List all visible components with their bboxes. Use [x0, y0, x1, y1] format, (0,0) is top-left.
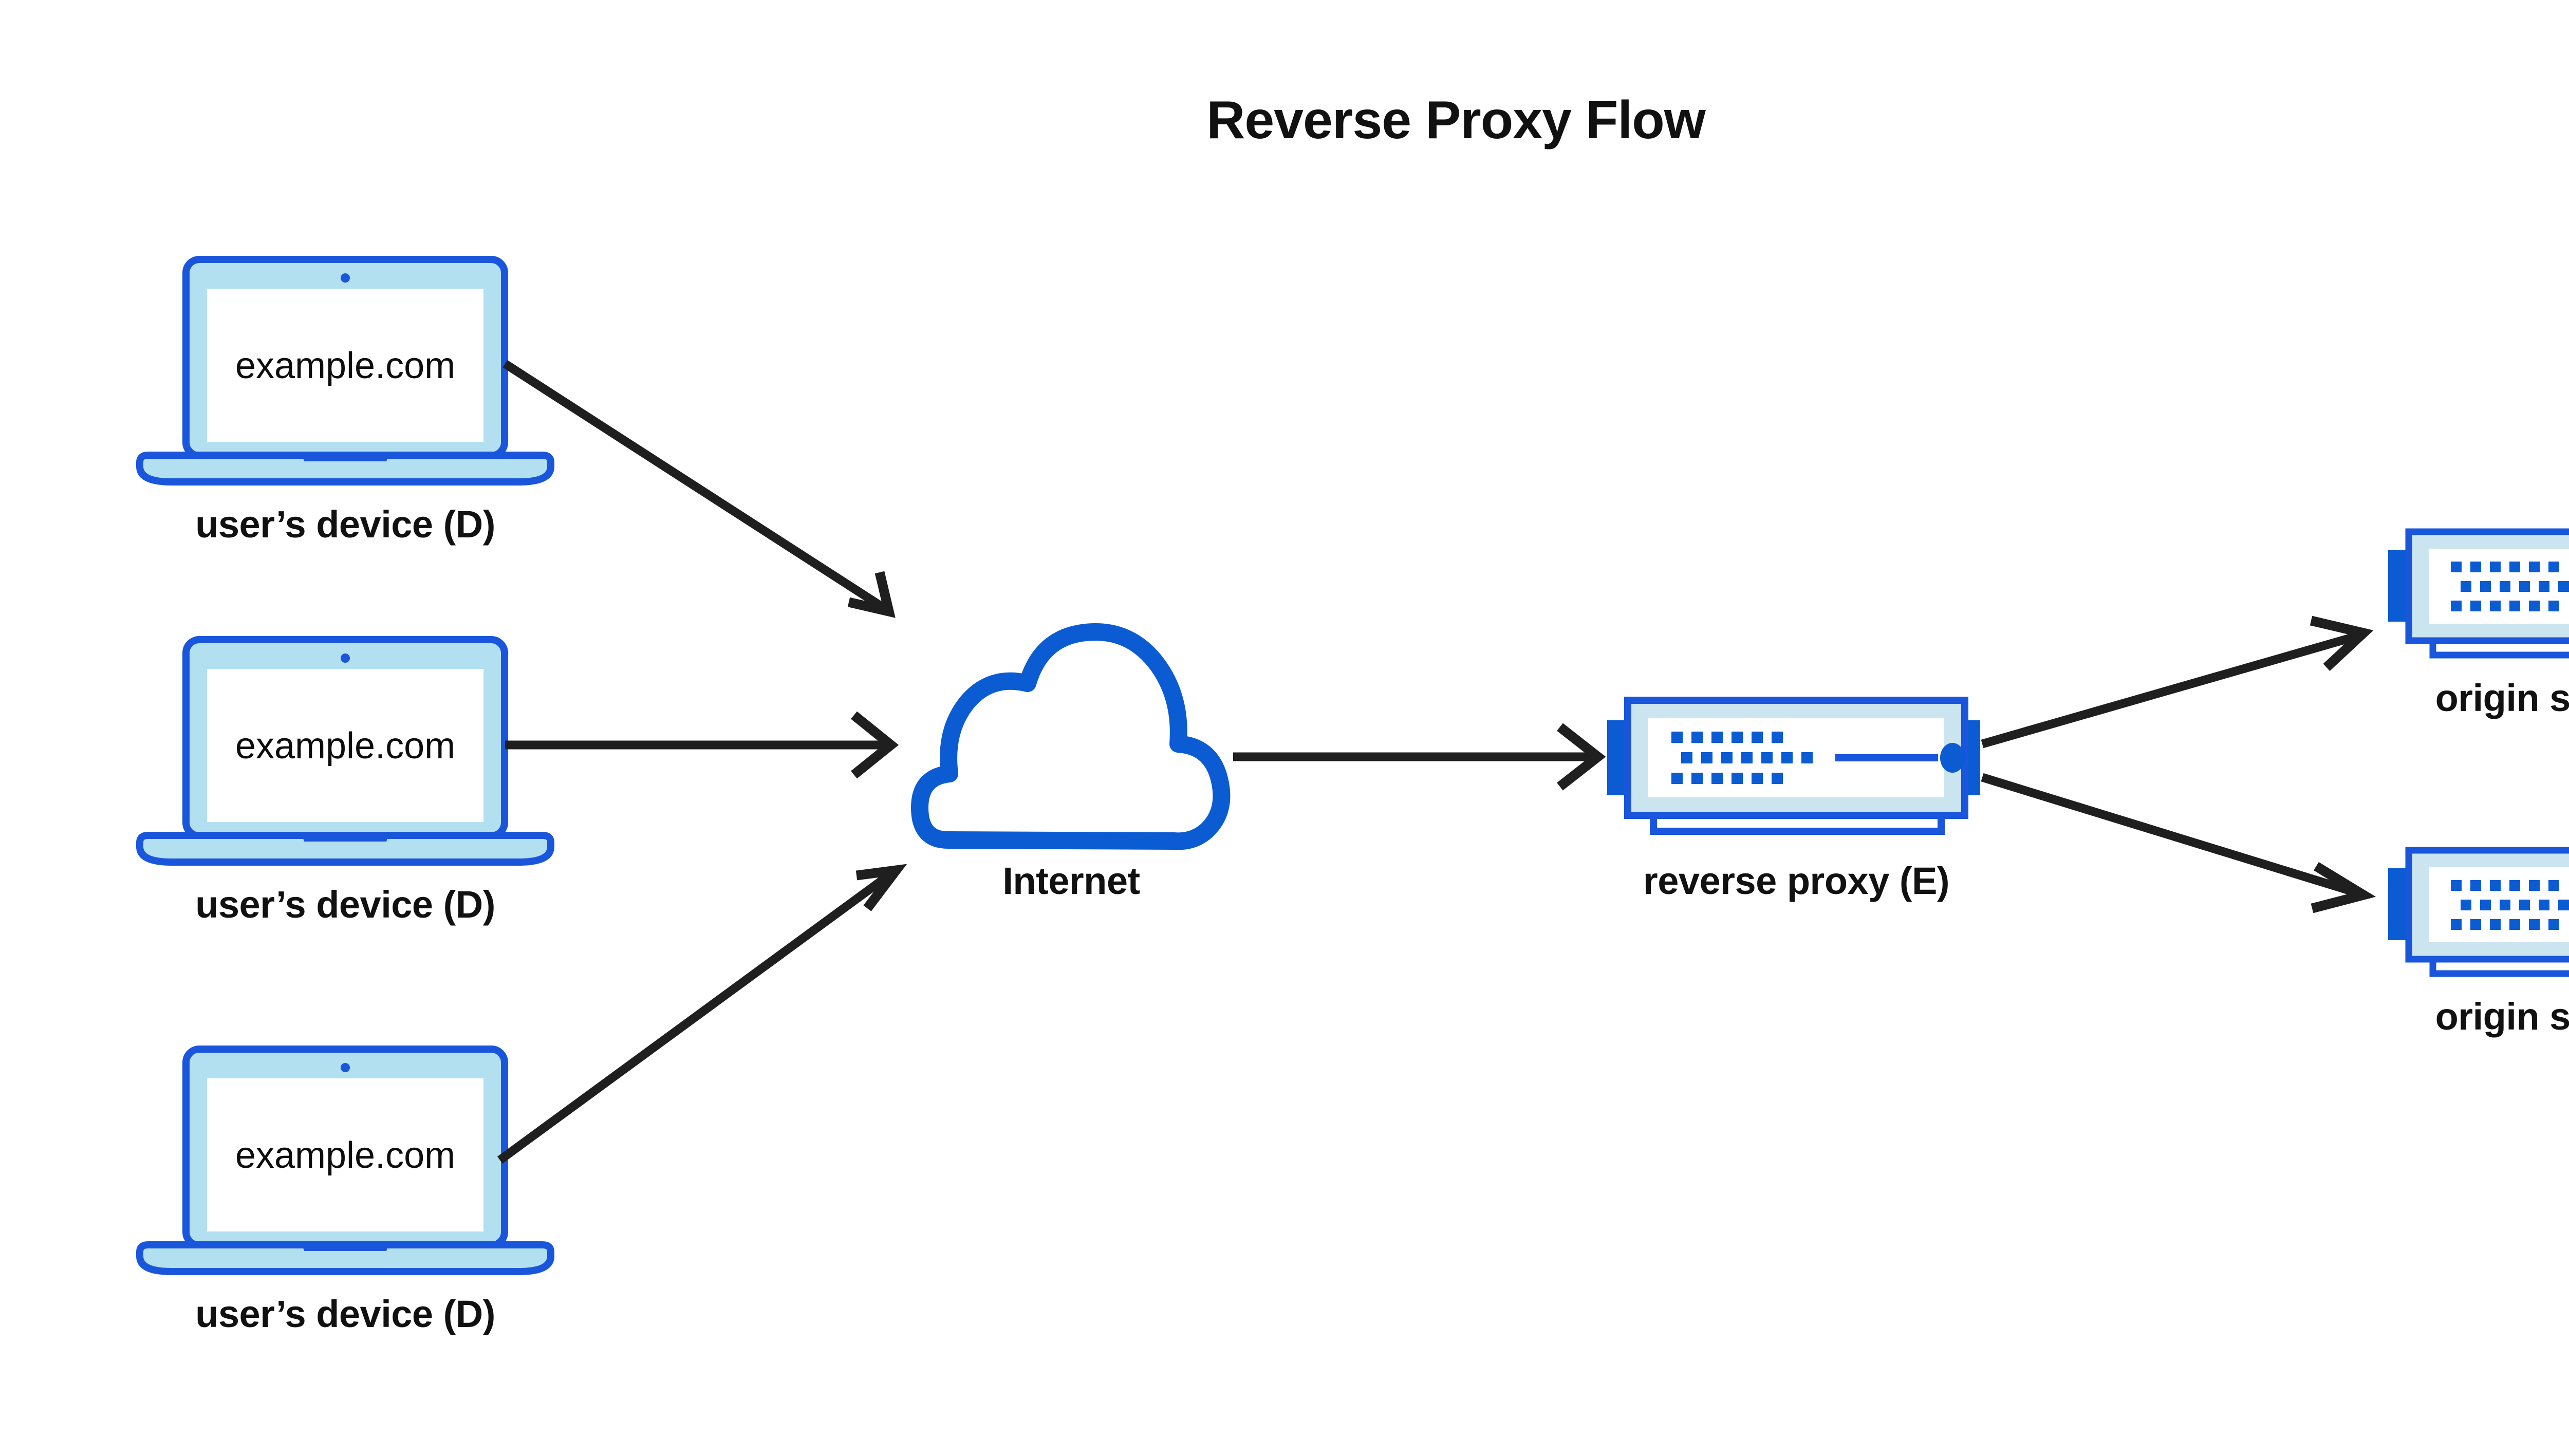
laptop-screen — [207, 1078, 483, 1231]
label-reverse-proxy: reverse proxy (E) — [1643, 860, 1950, 902]
server-status-led — [1940, 743, 1965, 773]
arrow-proxy-to-origin-bottom — [1981, 773, 2376, 913]
arrow-device-middle-to-cloud — [505, 711, 899, 779]
laptop-trackpad-notch — [302, 1245, 388, 1251]
server-status-line — [1835, 754, 1938, 761]
server-reverse-proxy[interactable] — [1607, 697, 1980, 835]
label-user-device-top: user’s device (D) — [195, 503, 495, 546]
label-origin-server-bottom: origin server (F) — [2435, 995, 2569, 1038]
cloud-internet-icon[interactable] — [911, 623, 1231, 850]
server-vent-grid — [2451, 562, 2569, 611]
server-origin-bottom[interactable] — [2388, 847, 2569, 977]
label-user-device-bottom: user’s device (D) — [195, 1293, 495, 1335]
server-vent-grid — [1671, 732, 1813, 784]
laptop-camera-icon — [341, 654, 350, 663]
laptop-base — [136, 1241, 554, 1275]
arrow-device-top-to-cloud — [502, 360, 896, 618]
laptop-base — [136, 832, 554, 866]
label-internet: Internet — [1002, 860, 1140, 902]
page-title: Reverse Proxy Flow — [1206, 90, 1705, 150]
edges-layer — [497, 360, 2376, 1164]
laptop-trackpad-notch — [302, 455, 388, 461]
laptop-camera-icon — [341, 273, 350, 283]
label-user-device-middle: user’s device (D) — [195, 883, 495, 926]
server-origin-top[interactable] — [2388, 528, 2569, 659]
laptop-camera-icon — [341, 1063, 350, 1072]
laptop-trackpad-notch — [302, 835, 388, 842]
laptop-device-bottom[interactable] — [136, 1046, 554, 1275]
laptop-screen — [207, 289, 483, 442]
laptop-screen-text: example.com — [235, 345, 456, 386]
laptop-screen — [207, 669, 483, 822]
laptop-base — [136, 452, 554, 486]
cloud-outline — [911, 623, 1231, 850]
laptop-screen-text: example.com — [235, 725, 456, 767]
laptop-device-middle[interactable] — [136, 636, 554, 866]
arrow-device-bottom-to-cloud — [497, 864, 907, 1164]
laptop-device-top[interactable] — [136, 256, 554, 486]
laptop-screen-text: example.com — [235, 1135, 456, 1176]
arrow-proxy-to-origin-top — [1981, 615, 2374, 749]
label-origin-server-top: origin server (F) — [2435, 677, 2569, 719]
arrow-cloud-to-proxy — [1233, 723, 1606, 791]
server-vent-grid — [2451, 880, 2569, 930]
